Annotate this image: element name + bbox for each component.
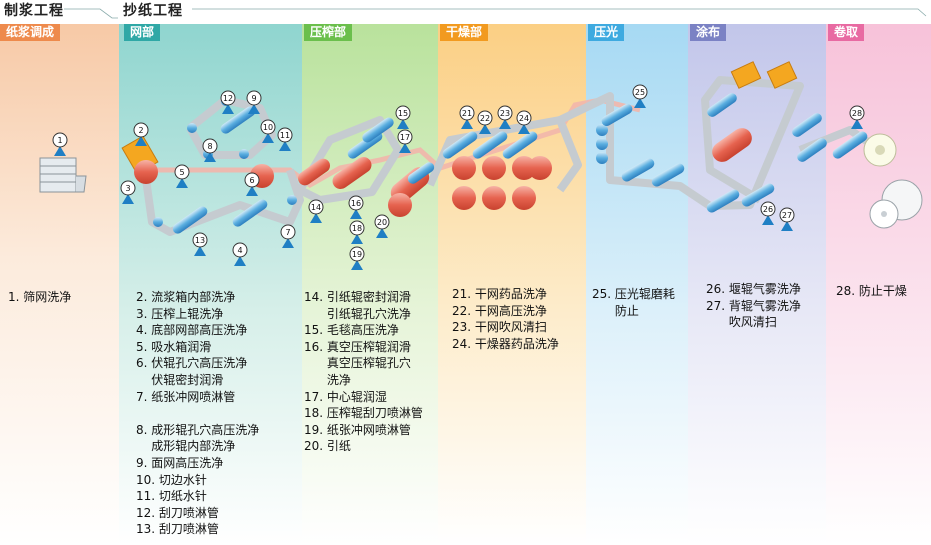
marker-label: 26 xyxy=(763,205,773,214)
marker-label: 8 xyxy=(207,142,212,151)
marker-label: 13 xyxy=(195,236,205,245)
marker-16: 16 xyxy=(348,195,364,219)
marker-5: 5 xyxy=(174,164,190,188)
marker-15: 15 xyxy=(395,105,411,129)
description-wire: 2. 流浆箱内部洗净 3. 压榨上辊洗净 4. 底部网部高压洗净 5. 吸水箱润… xyxy=(136,290,260,537)
marker-label: 19 xyxy=(352,250,362,259)
marker-label: 7 xyxy=(285,228,290,237)
marker-label: 3 xyxy=(125,184,130,193)
section-bg-pulp xyxy=(0,24,119,545)
marker-24: 24 xyxy=(516,110,532,134)
section-tag-wire: 网部 xyxy=(124,24,161,41)
marker-23: 23 xyxy=(497,105,513,129)
section-bg-reel xyxy=(826,24,931,545)
marker-20: 20 xyxy=(374,214,390,238)
paper-process-title: 抄纸工程 xyxy=(123,3,183,19)
coater-equipment xyxy=(706,61,827,213)
marker-label: 10 xyxy=(263,123,273,132)
marker-9: 9 xyxy=(246,90,262,114)
marker-label: 27 xyxy=(782,211,792,220)
marker-label: 18 xyxy=(352,224,362,233)
marker-label: 2 xyxy=(138,126,143,135)
marker-label: 14 xyxy=(311,203,321,212)
marker-4: 4 xyxy=(232,242,248,266)
marker-label: 1 xyxy=(57,136,62,145)
calender-rollers xyxy=(596,103,685,187)
marker-label: 5 xyxy=(179,168,184,177)
marker-10: 10 xyxy=(260,119,276,143)
description-pulp: 1. 筛网洗净 xyxy=(8,290,72,304)
dryer-cylinders xyxy=(442,131,552,210)
marker-18: 18 xyxy=(349,220,365,244)
section-bg-press xyxy=(302,24,438,545)
marker-label: 22 xyxy=(480,114,490,123)
marker-label: 9 xyxy=(251,94,256,103)
marker-22: 22 xyxy=(477,110,493,134)
title-divider-lines xyxy=(64,8,927,19)
marker-14: 14 xyxy=(308,199,324,223)
reel-rolls xyxy=(832,131,923,229)
press-rollers xyxy=(297,117,435,217)
marker-label: 24 xyxy=(519,114,529,123)
marker-1: 1 xyxy=(52,132,68,156)
section-tag-dryer: 干燥部 xyxy=(440,24,489,41)
marker-label: 16 xyxy=(351,199,361,208)
marker-19: 19 xyxy=(349,246,365,270)
section-tag-pulp: 纸浆调成 xyxy=(0,24,61,41)
marker-label: 12 xyxy=(223,94,233,103)
marker-label: 15 xyxy=(398,109,408,118)
description-press: 14. 引纸辊密封润滑 引纸辊孔穴洗净 15. 毛毯高压洗净 16. 真空压榨辊… xyxy=(304,290,423,454)
description-calender: 25. 压光辊磨耗 防止 xyxy=(592,287,675,318)
pulp-process-title: 制浆工程 xyxy=(4,3,64,19)
section-tag-coater: 涂布 xyxy=(690,24,727,41)
marker-28: 28 xyxy=(849,105,865,129)
marker-8: 8 xyxy=(202,138,218,162)
marker-label: 25 xyxy=(635,88,645,97)
marker-label: 20 xyxy=(377,218,387,227)
marker-12: 12 xyxy=(220,90,236,114)
marker-13: 13 xyxy=(192,232,208,256)
wire-rollers xyxy=(134,96,297,234)
marker-25: 25 xyxy=(632,84,648,108)
marker-11: 11 xyxy=(277,127,293,151)
marker-3: 3 xyxy=(120,180,136,204)
description-coater: 26. 堰辊气雾洗净 27. 背辊气雾洗净 吹风清扫 xyxy=(706,282,801,330)
description-dryer: 21. 干网药品洗净 22. 干网高压洗净 23. 干网吹风清扫 24. 干燥器… xyxy=(452,287,559,351)
marker-6: 6 xyxy=(244,172,260,196)
marker-17: 17 xyxy=(397,129,413,153)
section-tag-press: 压榨部 xyxy=(304,24,353,41)
marker-label: 11 xyxy=(280,131,290,140)
marker-2: 2 xyxy=(133,122,149,146)
pulp-chest-tank xyxy=(39,157,87,193)
marker-label: 21 xyxy=(462,109,472,118)
section-tag-calender: 压光 xyxy=(588,24,625,41)
marker-27: 27 xyxy=(779,207,795,231)
marker-7: 7 xyxy=(280,224,296,248)
marker-label: 4 xyxy=(237,246,242,255)
marker-label: 17 xyxy=(400,133,410,142)
marker-21: 21 xyxy=(459,105,475,129)
marker-label: 23 xyxy=(500,109,510,118)
section-tag-reel: 卷取 xyxy=(828,24,865,41)
description-reel: 28. 防止干燥 xyxy=(836,284,907,298)
wire-section-belts xyxy=(141,96,304,236)
marker-label: 6 xyxy=(249,176,254,185)
marker-label: 28 xyxy=(852,109,862,118)
marker-26: 26 xyxy=(760,201,776,225)
press-section-belts xyxy=(296,116,402,204)
